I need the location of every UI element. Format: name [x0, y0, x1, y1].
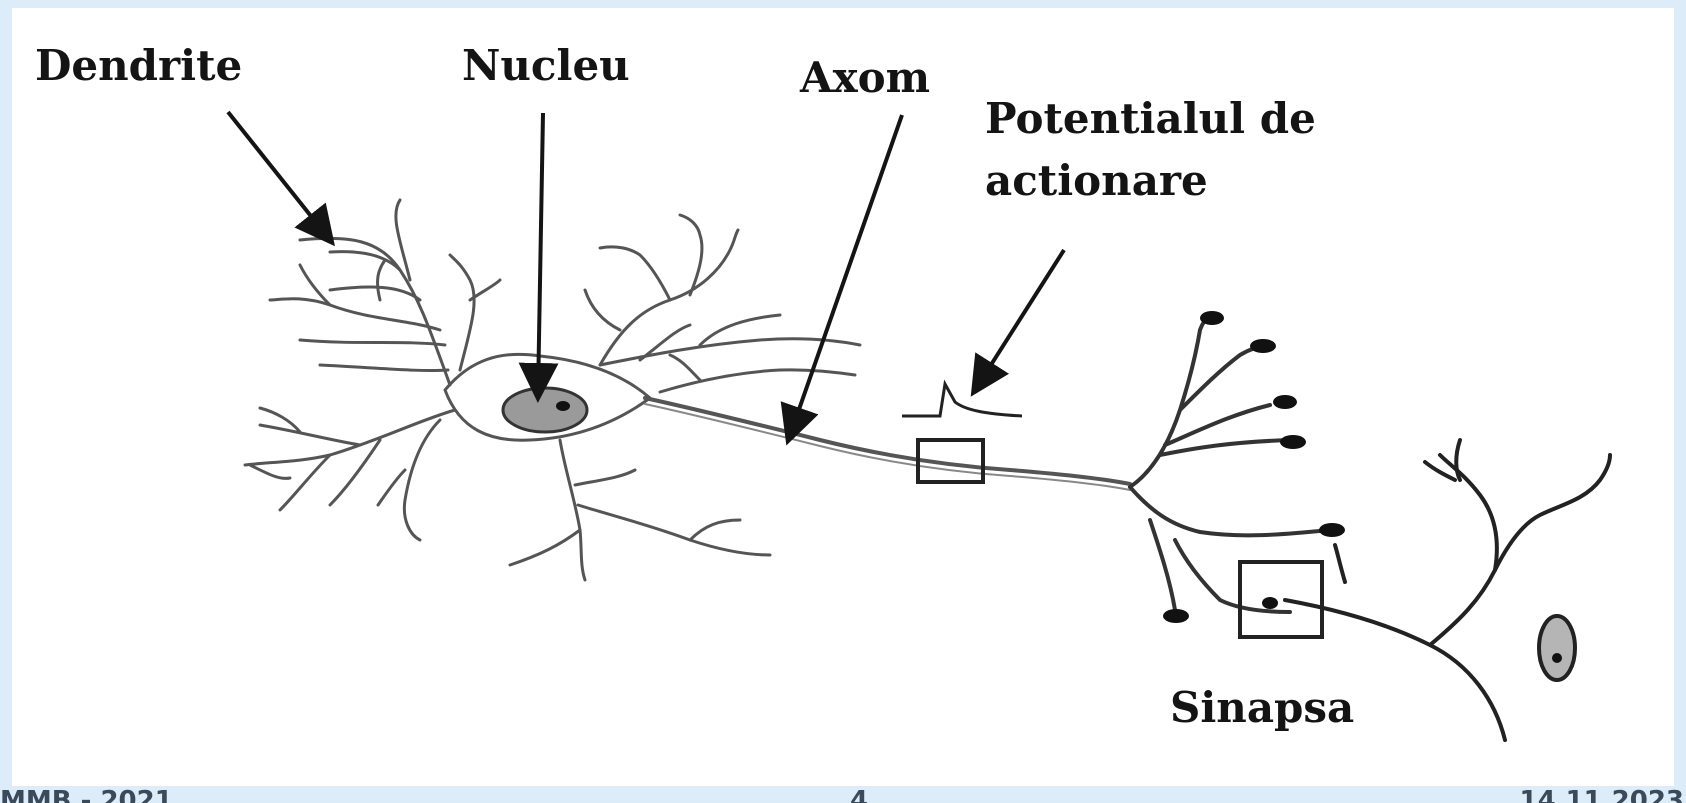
- neuron-cell: [245, 200, 1130, 580]
- footer-page-number: 4: [850, 788, 868, 803]
- dendrites-lower-left: [245, 408, 455, 540]
- dendrites-upper-right: [585, 215, 860, 392]
- label-nucleu: Nucleu: [462, 41, 630, 90]
- label-potential-line2: actionare: [985, 156, 1208, 205]
- label-dendrite: Dendrite: [35, 41, 242, 90]
- axon: [645, 398, 1130, 484]
- nucleus-arrow: [538, 113, 543, 395]
- dendrite-arrow: [228, 112, 330, 240]
- label-sinapsa: Sinapsa: [1170, 683, 1354, 732]
- postsynaptic-nucleus: [1539, 616, 1575, 680]
- footer-course-label: MMB - 2021: [0, 788, 173, 803]
- action-potential-waveform: [902, 384, 1022, 416]
- dendrites-upper-left: [270, 200, 500, 385]
- dendrites-lower: [510, 440, 770, 580]
- axon-terminals: [1130, 316, 1330, 620]
- label-axom: Axom: [799, 53, 930, 102]
- synapse-box: [1240, 562, 1322, 637]
- footer-date: 14.11.2023: [1520, 788, 1684, 803]
- axon-arrow: [789, 115, 902, 438]
- label-potential-line1: Potentialul de: [985, 94, 1316, 143]
- action-potential-arrow: [975, 250, 1064, 390]
- nucleus: [503, 388, 587, 432]
- annotation-arrows: [228, 112, 1064, 438]
- synaptic-boutons: [1163, 311, 1345, 623]
